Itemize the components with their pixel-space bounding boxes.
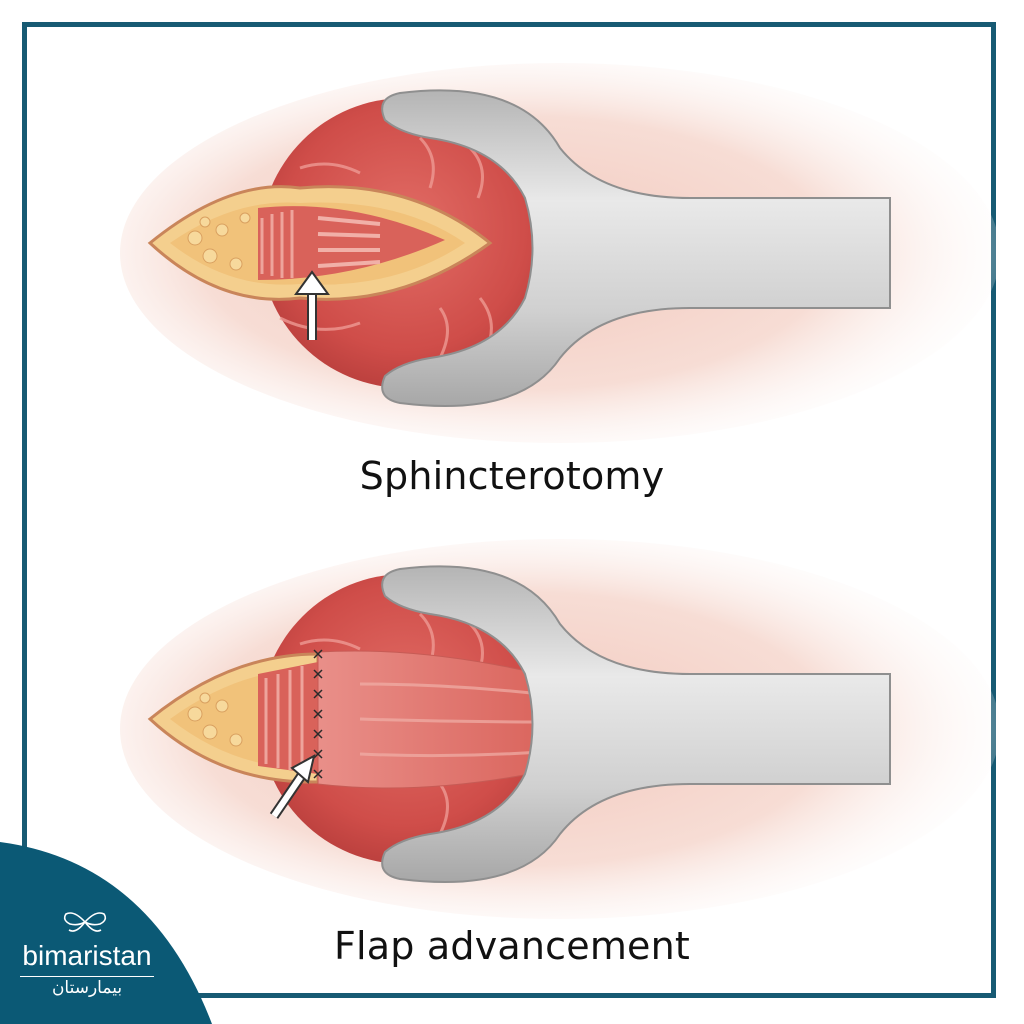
wound-edge (147, 652, 320, 784)
anal-retractor (381, 89, 891, 407)
flap-suture-arrow (269, 754, 316, 819)
butterfly-icon (63, 912, 107, 932)
anal-retractor (381, 565, 891, 883)
caption-sphincterotomy: Sphincterotomy (359, 454, 665, 498)
flap-advancement-illustration (0, 534, 1024, 934)
brand-name: bimaristan (22, 940, 152, 971)
brand-divider (20, 976, 154, 977)
sphincterotomy-illustration (0, 58, 1024, 458)
caption-flap-advancement: Flap advancement (333, 924, 691, 968)
brand-corner (0, 842, 212, 1024)
sutures (313, 649, 323, 779)
incision-wound (147, 185, 493, 301)
sphincter-cut-arrow (294, 270, 330, 340)
brand-arabic-name: بيمارستان (51, 978, 123, 998)
